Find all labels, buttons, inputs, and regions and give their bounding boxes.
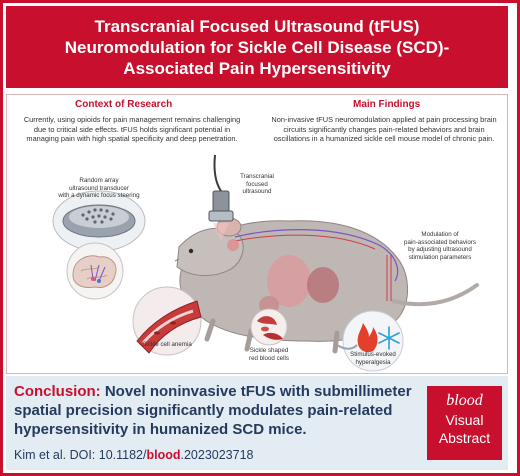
main-panel: Context of Research Currently, using opi… xyxy=(6,94,508,374)
tfus-label: Transcranial focused ultrasound xyxy=(240,173,274,196)
illustration-scene xyxy=(52,154,479,372)
findings-heading: Main Findings xyxy=(353,99,421,110)
conclusion-keyword: Conclusion: xyxy=(14,383,101,400)
findings-text: Non-invasive tFUS neuromodulation applie… xyxy=(271,115,497,144)
mouse-illustration xyxy=(174,217,479,354)
context-heading: Context of Research xyxy=(75,99,173,110)
tfus-probe-icon xyxy=(208,154,234,241)
blood-vessel-icon xyxy=(132,286,202,356)
snowflake-icon xyxy=(378,326,400,350)
citation-journal: blood xyxy=(146,448,181,462)
context-text: Currently, using opioids for pain manage… xyxy=(23,115,241,144)
journal-badge: blood Visual Abstract xyxy=(427,386,502,460)
conclusion-panel: Conclusion: Novel noninvasive tFUS with … xyxy=(6,376,508,470)
citation-suffix: .2023023718 xyxy=(180,448,254,462)
flame-icon xyxy=(342,310,404,372)
anemia-label: Sickle cell anemia xyxy=(142,341,192,348)
conclusion-text: Conclusion: Novel noninvasive tFUS with … xyxy=(14,382,424,439)
transducer-icon xyxy=(52,190,146,252)
badge-brand: blood xyxy=(446,392,483,409)
hyperalgesia-label: Stimulus-evoked hyperalgesia xyxy=(350,351,396,366)
modulation-label: Modulation of pain-associated behaviors … xyxy=(404,231,476,261)
transducer-label: Random array ultrasound transducer with … xyxy=(58,177,140,200)
citation: Kim et al. DOI: 10.1182/blood.2023023718 xyxy=(14,448,254,462)
page-title: Transcranial Focused Ultrasound (tFUS) N… xyxy=(64,16,450,78)
red-blood-cells-icon xyxy=(250,308,288,346)
conclusion-body: Novel noninvasive tFUS with submillimete… xyxy=(14,383,412,438)
title-banner: Transcranial Focused Ultrasound (tFUS) N… xyxy=(6,6,508,88)
citation-prefix: Kim et al. DOI: 10.1182/ xyxy=(14,448,147,462)
badge-line2: Abstract xyxy=(438,430,491,446)
badge-line1: Visual xyxy=(445,412,484,428)
rbc-label: Sickle shaped red blood cells xyxy=(249,347,289,362)
brain-icon xyxy=(66,242,124,300)
